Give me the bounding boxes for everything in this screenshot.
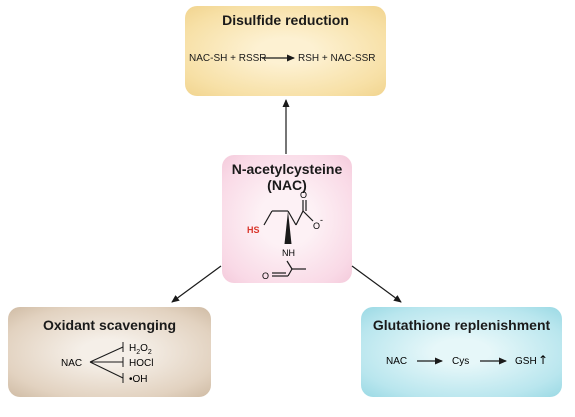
oxidant-source-label: NAC xyxy=(61,358,82,369)
disulfide-reactants: NAC-SH + RSSR xyxy=(189,53,267,64)
oxidant-scavenging-title: Oxidant scavenging xyxy=(42,317,177,333)
disulfide-reduction-title: Disulfide reduction xyxy=(222,12,349,28)
glutathione-step-gsh: GSH xyxy=(515,356,537,367)
arrow-to-oxidant xyxy=(171,265,222,303)
nac-atom-o-bottom: O xyxy=(262,271,269,281)
oxidant-product-h2o2: H2O2 xyxy=(129,343,152,356)
nac-atom-hs: HS xyxy=(247,225,260,235)
glutathione-step-nac: NAC xyxy=(386,356,407,367)
nac-title-line2: (NAC) xyxy=(267,177,307,193)
nac-atom-o-top: O xyxy=(300,190,307,200)
nac-atom-nh: NH xyxy=(282,248,295,258)
oxidant-product-oh: •OH xyxy=(129,374,148,385)
arrow-to-glutathione xyxy=(351,265,402,303)
nac-box: N-acetylcysteine (NAC) xyxy=(222,155,352,283)
glutathione-replenishment-title: Glutathione replenishment xyxy=(372,317,551,333)
nac-atom-charge: - xyxy=(320,215,323,225)
nac-atom-o-right: O xyxy=(313,221,320,231)
glutathione-step-cys: Cys xyxy=(452,356,469,367)
nac-wedge-bond xyxy=(284,211,292,244)
oxidant-product-hocl: HOCl xyxy=(129,358,153,369)
nac-title-line1: N-acetylcysteine xyxy=(231,161,343,177)
oxidant-branches xyxy=(89,342,124,383)
disulfide-products: RSH + NAC-SSR xyxy=(298,53,376,64)
glutathione-increase-icon: ↑ xyxy=(538,353,548,367)
glutathione-replenishment-box: Glutathione replenishment xyxy=(361,307,562,397)
oxidant-scavenging-box: Oxidant scavenging xyxy=(8,307,211,397)
disulfide-reduction-box: Disulfide reduction NAC-SH + RSSR RSH + … xyxy=(185,6,386,96)
nac-structure xyxy=(263,200,314,277)
